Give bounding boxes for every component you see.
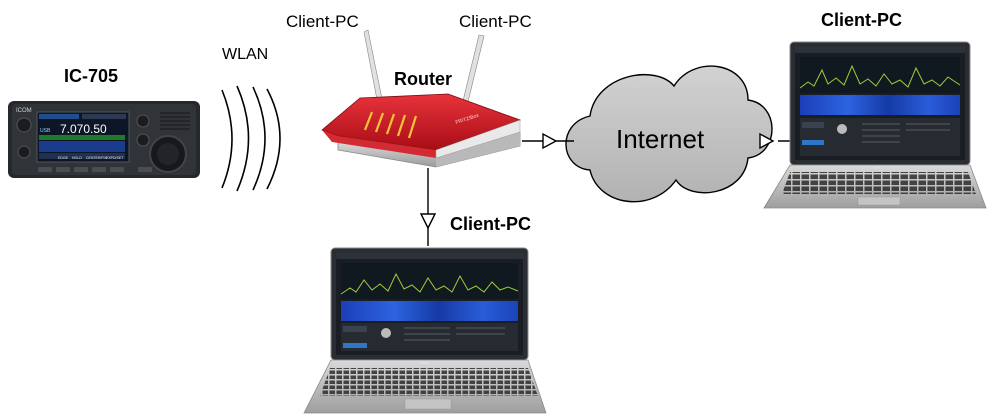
radio-brand: ICOM	[16, 108, 32, 114]
radio-frequency: 7.070.50	[60, 122, 107, 136]
radio-softkey-4: EXPD/SET	[106, 156, 124, 160]
radio-band: USB	[40, 128, 51, 134]
router-label: Router	[394, 69, 452, 89]
client-far-right-label: Client-PC	[821, 10, 902, 30]
internet-label: Internet	[616, 124, 705, 154]
ic705-radio-icon: 7.070.50 USB ICOM EDGE HOLD CENTER/FIX E…	[8, 101, 200, 178]
wlan-label: WLAN	[222, 46, 269, 63]
link-router-client	[419, 168, 437, 246]
client-top-right-label: Client-PC	[459, 12, 532, 31]
laptop-bottom-icon: acer	[303, 247, 547, 414]
link-router-internet	[522, 132, 574, 150]
router-icon: FRITZ!Box	[321, 29, 522, 168]
radio-softkey-2: HOLD	[72, 156, 82, 160]
internet-cloud-icon	[565, 65, 773, 203]
device-label: IC-705	[64, 66, 119, 86]
laptop-right-brand: acer	[874, 165, 882, 170]
wlan-waves-icon	[221, 85, 281, 192]
radio-softkey-1: EDGE	[58, 156, 69, 160]
laptop-bottom-brand: acer	[421, 360, 430, 365]
laptop-right-icon: acer	[763, 41, 987, 209]
client-top-left-label: Client-PC	[286, 12, 359, 31]
client-bottom-label: Client-PC	[450, 214, 531, 234]
radio-softkey-3: CENTER/FIX	[86, 156, 107, 160]
